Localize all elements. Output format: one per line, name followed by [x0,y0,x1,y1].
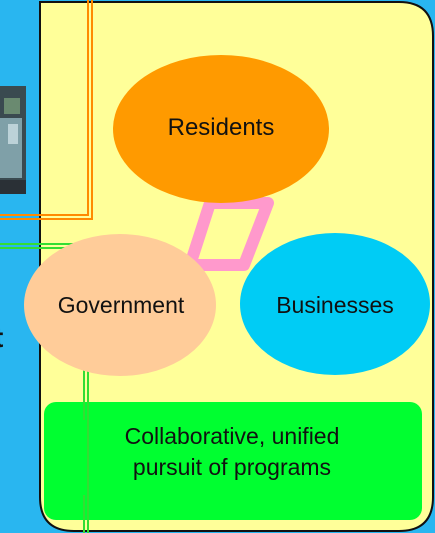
outcome-box [44,402,422,520]
residents-label: Residents [167,114,275,141]
residents-node [113,55,329,203]
cropped-glyph: t [0,322,10,354]
businesses-node [240,233,430,375]
outcome-line-1: Collaborative, unified [124,423,340,449]
government-node [24,234,216,376]
connector-triangle [184,197,274,271]
outcome-text: Collaborative, unified pursuit of progra… [72,421,392,483]
photo-fragment [0,86,26,194]
government-label: Government [57,292,185,318]
outcome-line-2: pursuit of programs [132,454,332,480]
businesses-label: Businesses [276,292,394,318]
orange-frame [0,0,93,220]
